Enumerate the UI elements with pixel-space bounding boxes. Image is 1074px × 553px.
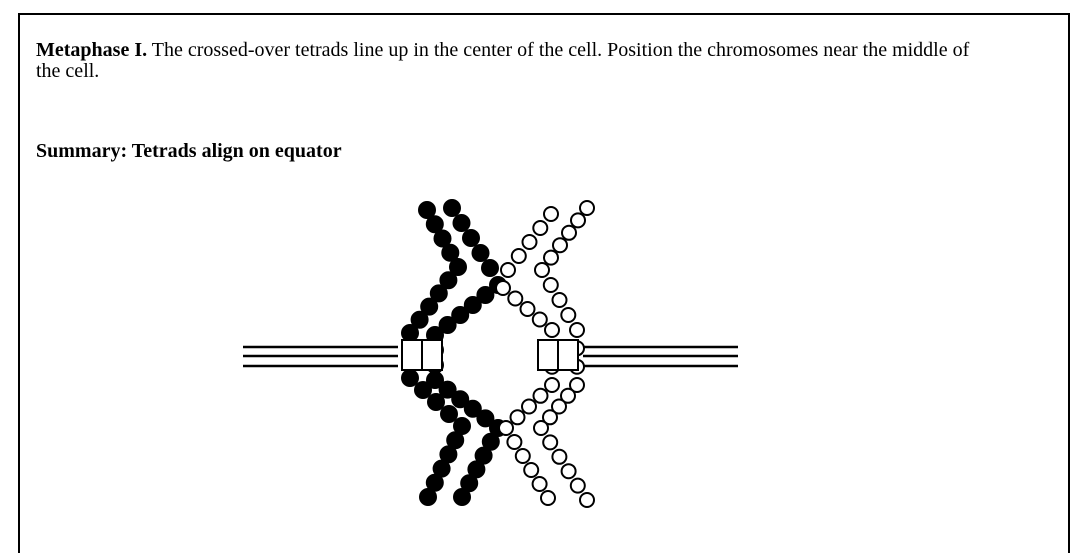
filled-bead <box>481 432 500 451</box>
open-bead <box>551 292 568 308</box>
open-bead <box>532 220 549 236</box>
tetrad-diagram <box>243 199 738 508</box>
filled-bead <box>414 381 432 399</box>
description-paragraph: Metaphase I. The crossed-over tetrads li… <box>36 40 996 82</box>
filled-bead <box>401 369 419 387</box>
filled-bead <box>467 460 486 479</box>
open-bead <box>507 290 524 307</box>
open-bead <box>534 262 550 278</box>
open-bead <box>500 262 516 278</box>
filled-bead <box>426 371 444 389</box>
centromeres <box>401 339 579 371</box>
open-bead <box>543 249 559 266</box>
open-bead <box>521 234 538 250</box>
spindle-fibers <box>243 345 738 368</box>
open-bead <box>544 322 560 338</box>
open-bead <box>560 307 577 323</box>
filled-bead <box>439 271 458 290</box>
filled-bead <box>474 446 493 465</box>
content-frame <box>18 13 1070 553</box>
centromere-left-b <box>421 339 443 371</box>
open-bead <box>551 448 568 465</box>
filled-bead <box>453 417 471 435</box>
open-bead <box>519 301 536 317</box>
filled-bead <box>441 243 460 262</box>
open-bead <box>540 490 556 506</box>
filled-bead <box>462 229 480 247</box>
open-bead <box>552 237 568 254</box>
open-bead <box>509 409 526 426</box>
filled-bead <box>439 445 458 464</box>
filled-bead <box>453 488 471 506</box>
centromere-right-b <box>557 339 579 371</box>
filled-bead <box>433 229 452 248</box>
centromere-left-a <box>401 339 423 371</box>
filled-bead <box>481 259 499 277</box>
open-bead <box>514 448 531 464</box>
description-body: The crossed-over tetrads line up in the … <box>36 39 970 82</box>
filled-bead <box>452 214 471 232</box>
open-bead <box>521 398 537 415</box>
filled-bead <box>476 409 495 428</box>
open-bead <box>533 420 549 436</box>
open-bead <box>531 311 548 328</box>
open-bead <box>560 463 577 480</box>
open-bead <box>551 398 567 415</box>
filled-bead <box>463 296 482 314</box>
filled-bead <box>438 316 457 334</box>
open-bead <box>570 212 586 229</box>
open-bead <box>543 206 559 222</box>
open-bead <box>531 476 548 492</box>
filled-bead <box>429 284 448 303</box>
filled-bead <box>460 474 479 493</box>
open-bead <box>510 248 527 264</box>
phase-title: Metaphase I. <box>36 39 148 61</box>
filled-bead <box>401 324 419 342</box>
open-bead <box>560 387 576 404</box>
filled-bead <box>425 215 444 234</box>
filled-bead <box>451 306 470 324</box>
open-bead <box>542 434 559 451</box>
filled-bead <box>476 286 495 304</box>
filled-bead <box>427 393 445 411</box>
filled-bead <box>418 201 436 219</box>
filled-bead <box>471 244 490 262</box>
filled-bead <box>425 473 444 492</box>
open-bead <box>569 377 585 393</box>
centromere-right-a <box>537 339 559 371</box>
open-bead <box>523 462 540 478</box>
filled-bead <box>432 459 451 478</box>
open-bead <box>544 377 560 393</box>
filled-bead <box>463 399 482 418</box>
open-bead <box>579 492 595 508</box>
open-bead <box>542 277 559 293</box>
filled-bead <box>449 258 467 276</box>
filled-bead <box>420 297 439 316</box>
filled-bead <box>443 199 461 217</box>
filled-bead <box>446 431 465 450</box>
open-bead <box>579 200 595 216</box>
open-bead <box>532 387 549 404</box>
open-bead <box>495 280 511 296</box>
filled-bead <box>410 310 429 329</box>
open-bead <box>569 477 586 494</box>
open-bead <box>542 409 558 426</box>
filled-bead <box>440 405 458 423</box>
filled-bead <box>438 380 457 399</box>
open-bead <box>569 322 585 338</box>
open-bead <box>506 434 523 450</box>
open-bead <box>498 420 514 436</box>
summary-heading: Summary: Tetrads align on equator <box>36 140 342 162</box>
open-bead <box>561 224 577 241</box>
filled-bead <box>451 390 470 409</box>
filled-bead <box>419 488 437 506</box>
